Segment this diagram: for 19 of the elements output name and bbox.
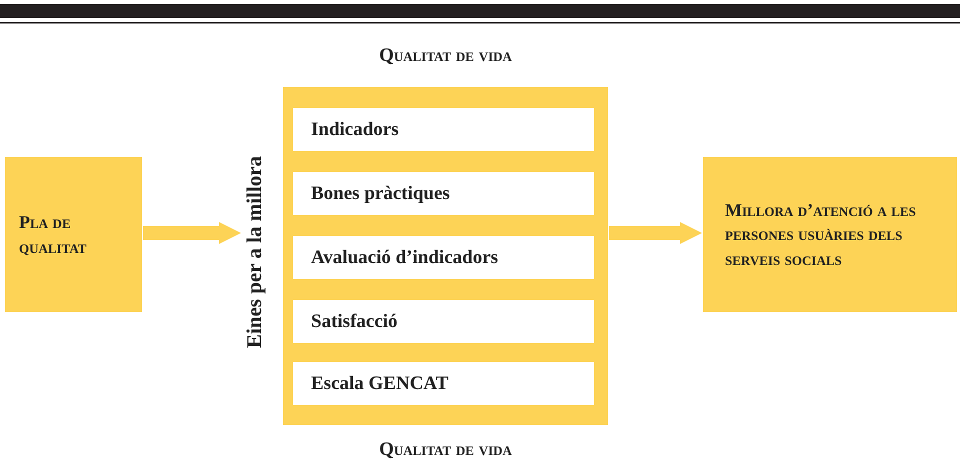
- box-label: Millora d’atenció a les persones usuàries dels serveis socials: [725, 199, 917, 271]
- tool-box: [293, 172, 594, 215]
- tool-box: [293, 300, 594, 343]
- panel-heading: Qualitat de vida: [378, 439, 513, 462]
- arrow: [609, 222, 702, 244]
- box-label: Avaluació d’indicadors: [311, 246, 498, 268]
- tool-box: [293, 236, 594, 279]
- tool-box: [293, 108, 594, 151]
- panel-heading: Qualitat de vida: [378, 45, 513, 68]
- box-label: Pla de qualitat: [19, 211, 88, 258]
- tool-box: [293, 362, 594, 405]
- box-label: Escala GENCAT: [311, 372, 448, 394]
- box-label: Satisfacció: [311, 310, 398, 332]
- box-label: Indicadors: [311, 118, 399, 140]
- process-box: [5, 157, 142, 312]
- arrow: [143, 222, 241, 244]
- process-box: [703, 157, 957, 312]
- box-label: Bones pràctiques: [311, 182, 450, 204]
- vertical-label: Eines per a la millora: [242, 154, 267, 350]
